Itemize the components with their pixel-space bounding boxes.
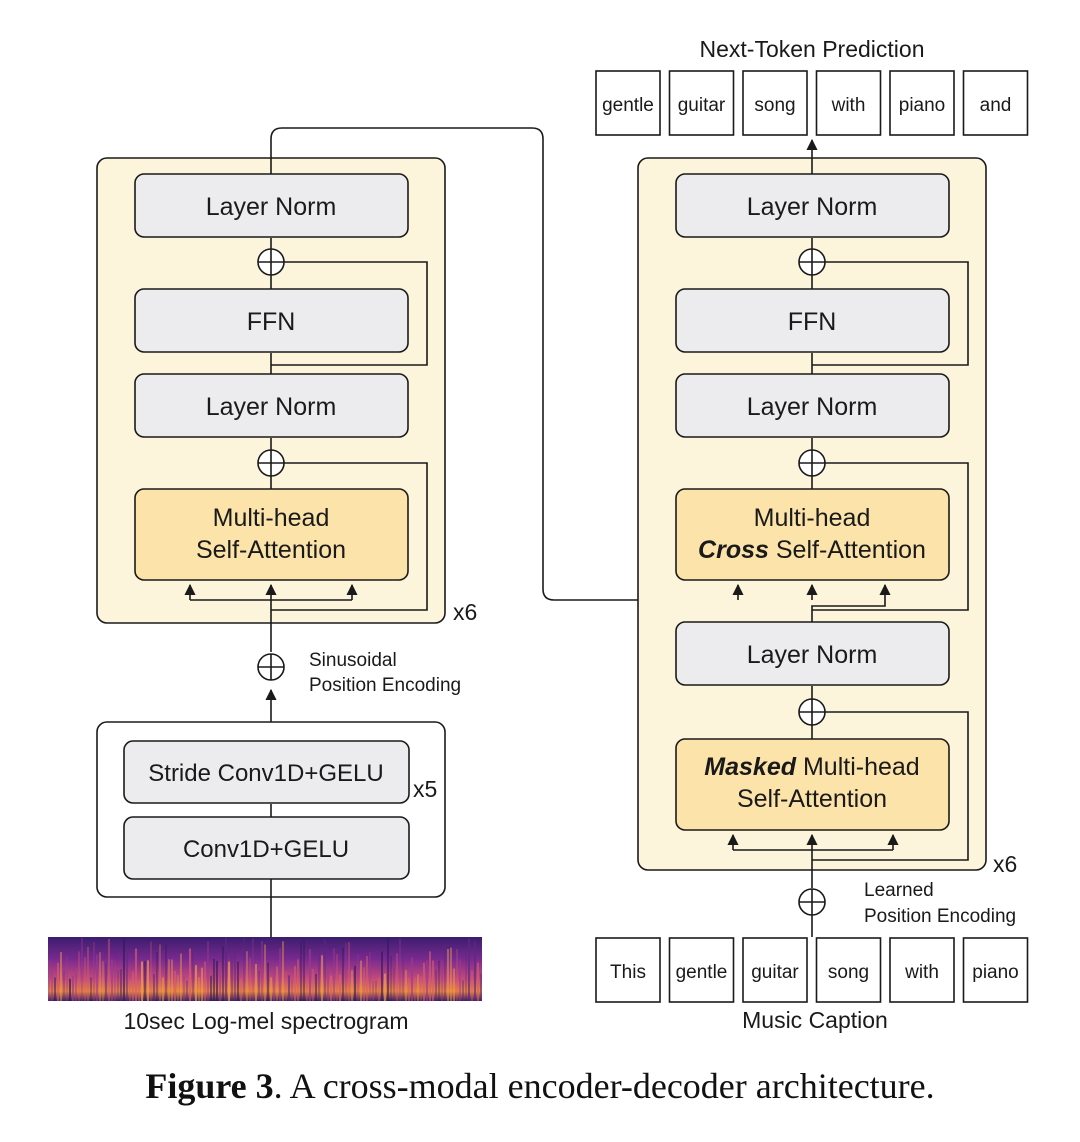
input-token-label: with (904, 962, 939, 983)
decoder-ffn-label: FFN (788, 308, 837, 336)
encoder-self-attention (134, 488, 409, 581)
decoder-layer-norm-mid-label: Layer Norm (747, 393, 878, 421)
output-token-box (962, 70, 1029, 136)
spectrogram-image (48, 937, 482, 1001)
output-token-row: gentle guitar song with piano and (595, 70, 1029, 136)
stride-conv-label: Stride Conv1D+GELU (148, 760, 383, 787)
output-token-label: gentle (602, 95, 654, 116)
music-caption-label: Music Caption (742, 1007, 888, 1033)
masked-rest: Multi-head (796, 753, 920, 781)
masked-attention-line2: Self-Attention (737, 785, 887, 813)
decoder-repeat-label: x6 (993, 851, 1017, 877)
input-token-row: This gentle guitar song with piano (595, 937, 1029, 1003)
output-token-label: piano (899, 95, 946, 116)
encoder-layer-norm-top-label: Layer Norm (206, 193, 337, 221)
output-token-box (595, 70, 661, 136)
output-token-box (668, 70, 735, 136)
encoder-layer-norm-mid-label: Layer Norm (206, 393, 337, 421)
input-token-label: gentle (676, 962, 728, 983)
encoder-attention-line2: Self-Attention (196, 536, 346, 564)
decoder-layer-norm-top-label: Layer Norm (747, 193, 878, 221)
decoder-layer-norm-mid (675, 373, 950, 438)
cross-attention-line1: Multi-head (754, 504, 871, 532)
cross-attention-line2: Cross Self-Attention (698, 536, 926, 564)
decoder-ffn (675, 288, 950, 353)
figure-text: . A cross-modal encoder-decoder architec… (274, 1066, 935, 1106)
encoder-pos-enc-line2: Position Encoding (309, 675, 461, 696)
encoder-attention-line1: Multi-head (213, 504, 330, 532)
decoder-cross-attention (675, 488, 950, 581)
stride-conv-block (123, 740, 410, 804)
decoder-layer-norm-low-label: Layer Norm (747, 641, 878, 669)
conv-repeat-label: x5 (413, 776, 437, 802)
spectrogram-caption: 10sec Log-mel spectrogram (123, 1008, 408, 1034)
input-token-box (889, 937, 955, 1003)
encoder-pos-enc-line1: Sinusoidal (309, 650, 397, 671)
input-token-box (962, 937, 1029, 1003)
output-token-label: song (754, 95, 795, 116)
figure-caption: Figure 3. A cross-modal encoder-decoder … (145, 1066, 934, 1106)
cross-rest: Self-Attention (769, 536, 926, 564)
input-token-label: guitar (751, 962, 799, 983)
masked-emphasis: Masked (704, 753, 796, 781)
output-token-label: and (980, 95, 1012, 116)
input-token-label: piano (972, 962, 1019, 983)
output-token-box (815, 70, 882, 136)
decoder-layer-norm-top (675, 173, 950, 238)
figure-label: Figure 3 (145, 1066, 273, 1106)
input-token-box (668, 937, 735, 1003)
encoder-layer-norm-mid (134, 373, 409, 438)
decoder-layer-norm-low (675, 621, 950, 686)
masked-attention-line1: Masked Multi-head (704, 753, 919, 781)
conv-block (123, 816, 410, 880)
next-token-title: Next-Token Prediction (700, 36, 925, 62)
output-token-box (889, 70, 955, 136)
encoder-repeat-label: x6 (453, 599, 477, 625)
output-token-label: with (831, 95, 866, 116)
input-token-box (595, 937, 661, 1003)
output-token-box (742, 70, 808, 136)
input-token-label: This (610, 962, 646, 983)
input-token-box (742, 937, 808, 1003)
conv-label: Conv1D+GELU (183, 836, 349, 863)
input-token-box (815, 937, 882, 1003)
input-token-label: song (828, 962, 869, 983)
output-token-label: guitar (678, 95, 726, 116)
encoder-ffn (134, 288, 409, 353)
decoder-pos-enc-line1: Learned (864, 880, 934, 901)
decoder-masked-attention (675, 738, 950, 831)
cross-emphasis: Cross (698, 536, 769, 564)
decoder-pos-enc-line2: Position Encoding (864, 906, 1016, 927)
encoder-ffn-label: FFN (247, 308, 296, 336)
